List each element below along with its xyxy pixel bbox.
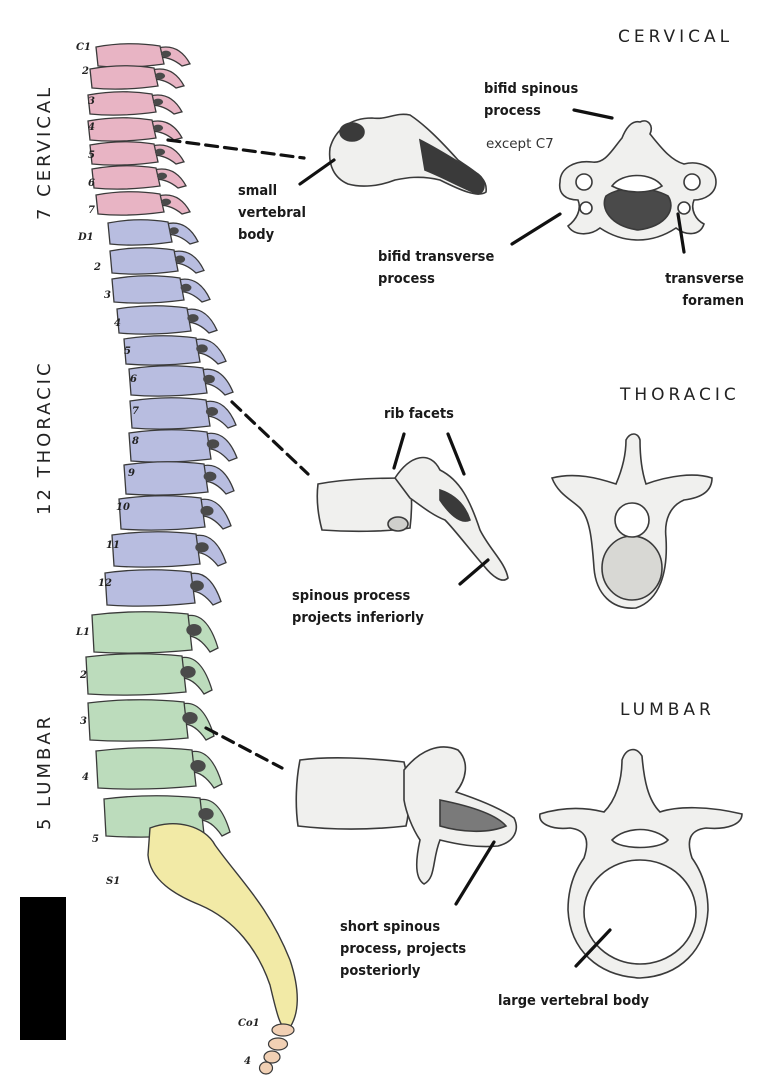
- cervical-vertebra: [87, 117, 183, 142]
- note-except-c7: except C7: [486, 136, 554, 152]
- lumbar-vertebra: [95, 747, 223, 790]
- vertebra-label: 6: [88, 178, 95, 189]
- vertebra-label: L1: [76, 627, 90, 638]
- vertebra-label: 5: [92, 834, 99, 845]
- vertebra-label: 11: [106, 540, 120, 551]
- vertebra-label: 9: [128, 468, 135, 479]
- black-box: [20, 897, 66, 1040]
- thoracic-vertebrae: [104, 219, 238, 607]
- leader-lines: [166, 108, 686, 968]
- sacrum: [147, 823, 298, 1031]
- vertebra-label: 3: [104, 290, 111, 301]
- thoracic-vertebra: [111, 531, 227, 568]
- thoracic-vertebra: [116, 305, 218, 335]
- vertebra-label: 5: [88, 150, 95, 161]
- vertebra-label: D1: [78, 232, 94, 243]
- thoracic-vertebra: [128, 429, 238, 463]
- thoracic-vertebra-top-view: [550, 433, 713, 609]
- vertebra-label: 4: [114, 318, 121, 329]
- cervical-vertebra: [87, 91, 183, 116]
- cervical-vertebrae: [87, 43, 191, 216]
- thoracic-vertebra: [128, 365, 234, 397]
- note-large-vertebral-body: large vertebral body: [498, 993, 650, 1009]
- coccyx-segment: [267, 1037, 289, 1051]
- vertebra-label: 3: [88, 96, 95, 107]
- lumbar-vertebra-top-view: [539, 748, 743, 979]
- thoracic-vertebra: [123, 335, 227, 366]
- coccyx-segment: [271, 1023, 295, 1037]
- vertebra-label: 2: [80, 670, 87, 681]
- cervical-vertebra: [95, 43, 191, 68]
- vertebra-label: 6: [130, 374, 137, 385]
- thoracic-vertebra: [104, 569, 222, 607]
- note-small-vertebral-body: small vertebral body: [238, 183, 306, 243]
- side-label-cervical: 7 CERVICAL: [34, 84, 55, 220]
- note-spinous-process-inferiorly: spinous process projects inferiorly: [292, 588, 424, 626]
- lumbar-vertebra: [91, 611, 219, 654]
- thoracic-title: THORACIC: [620, 385, 740, 405]
- note-bifid-transverse-process: bifid transverse process: [378, 249, 495, 287]
- cervical-vertebra: [89, 65, 185, 90]
- vertebra-label: Co1: [238, 1018, 260, 1029]
- vertebra-label: 5: [124, 346, 131, 357]
- thoracic-vertebra: [109, 247, 205, 275]
- thoracic-vertebra: [123, 461, 235, 496]
- cervical-vertebra-lateral-view: [328, 113, 487, 195]
- side-label-lumbar: 5 LUMBAR: [34, 713, 55, 830]
- thoracic-vertebra: [111, 275, 211, 304]
- vertebra-label: 3: [80, 716, 87, 727]
- cervical-vertebra: [95, 191, 191, 216]
- side-label-thoracic: 12 THORACIC: [34, 360, 55, 515]
- vertebra-label: 4: [88, 122, 95, 133]
- note-bifid-spinous-process: bifid spinous process: [484, 81, 579, 119]
- note-short-spinous-process: short spinous process, projects posterio…: [340, 919, 467, 979]
- lumbar-vertebrae: [85, 611, 231, 838]
- coccyx-segment: [258, 1061, 274, 1075]
- note-transverse-foramen: transverse foramen: [665, 271, 744, 309]
- coccyx-segment: [263, 1050, 281, 1064]
- vertebra-label: 4: [244, 1056, 251, 1067]
- cervical-vertebra: [91, 165, 187, 190]
- vertebra-label: 8: [132, 436, 139, 447]
- lumbar-vertebra: [87, 699, 215, 742]
- cervical-vertebra: [89, 141, 185, 166]
- vertebra-label: 2: [82, 66, 89, 77]
- coccyx: [258, 1023, 295, 1075]
- vertebra-label: 2: [94, 262, 101, 273]
- cervical-vertebra-top-view: [558, 120, 717, 241]
- cervical-title: CERVICAL: [618, 27, 734, 47]
- thoracic-vertebra: [107, 219, 199, 246]
- vertebra-label: S1: [106, 876, 121, 887]
- lumbar-vertebra: [85, 653, 213, 696]
- vertebra-label: 7: [88, 205, 95, 216]
- lumbar-title: LUMBAR: [620, 700, 715, 720]
- vertebra-label: C1: [76, 42, 91, 53]
- vertebra-label: 4: [82, 772, 89, 783]
- thoracic-vertebra: [118, 495, 232, 531]
- vertebra-label: 12: [98, 578, 112, 589]
- vertebra-label: 7: [132, 406, 139, 417]
- thoracic-vertebra-lateral-view: [316, 456, 509, 581]
- thoracic-vertebra: [129, 397, 237, 430]
- lumbar-vertebra-lateral-view: [295, 746, 518, 885]
- note-rib-facets: rib facets: [384, 406, 454, 422]
- vertebra-label: 10: [116, 502, 130, 513]
